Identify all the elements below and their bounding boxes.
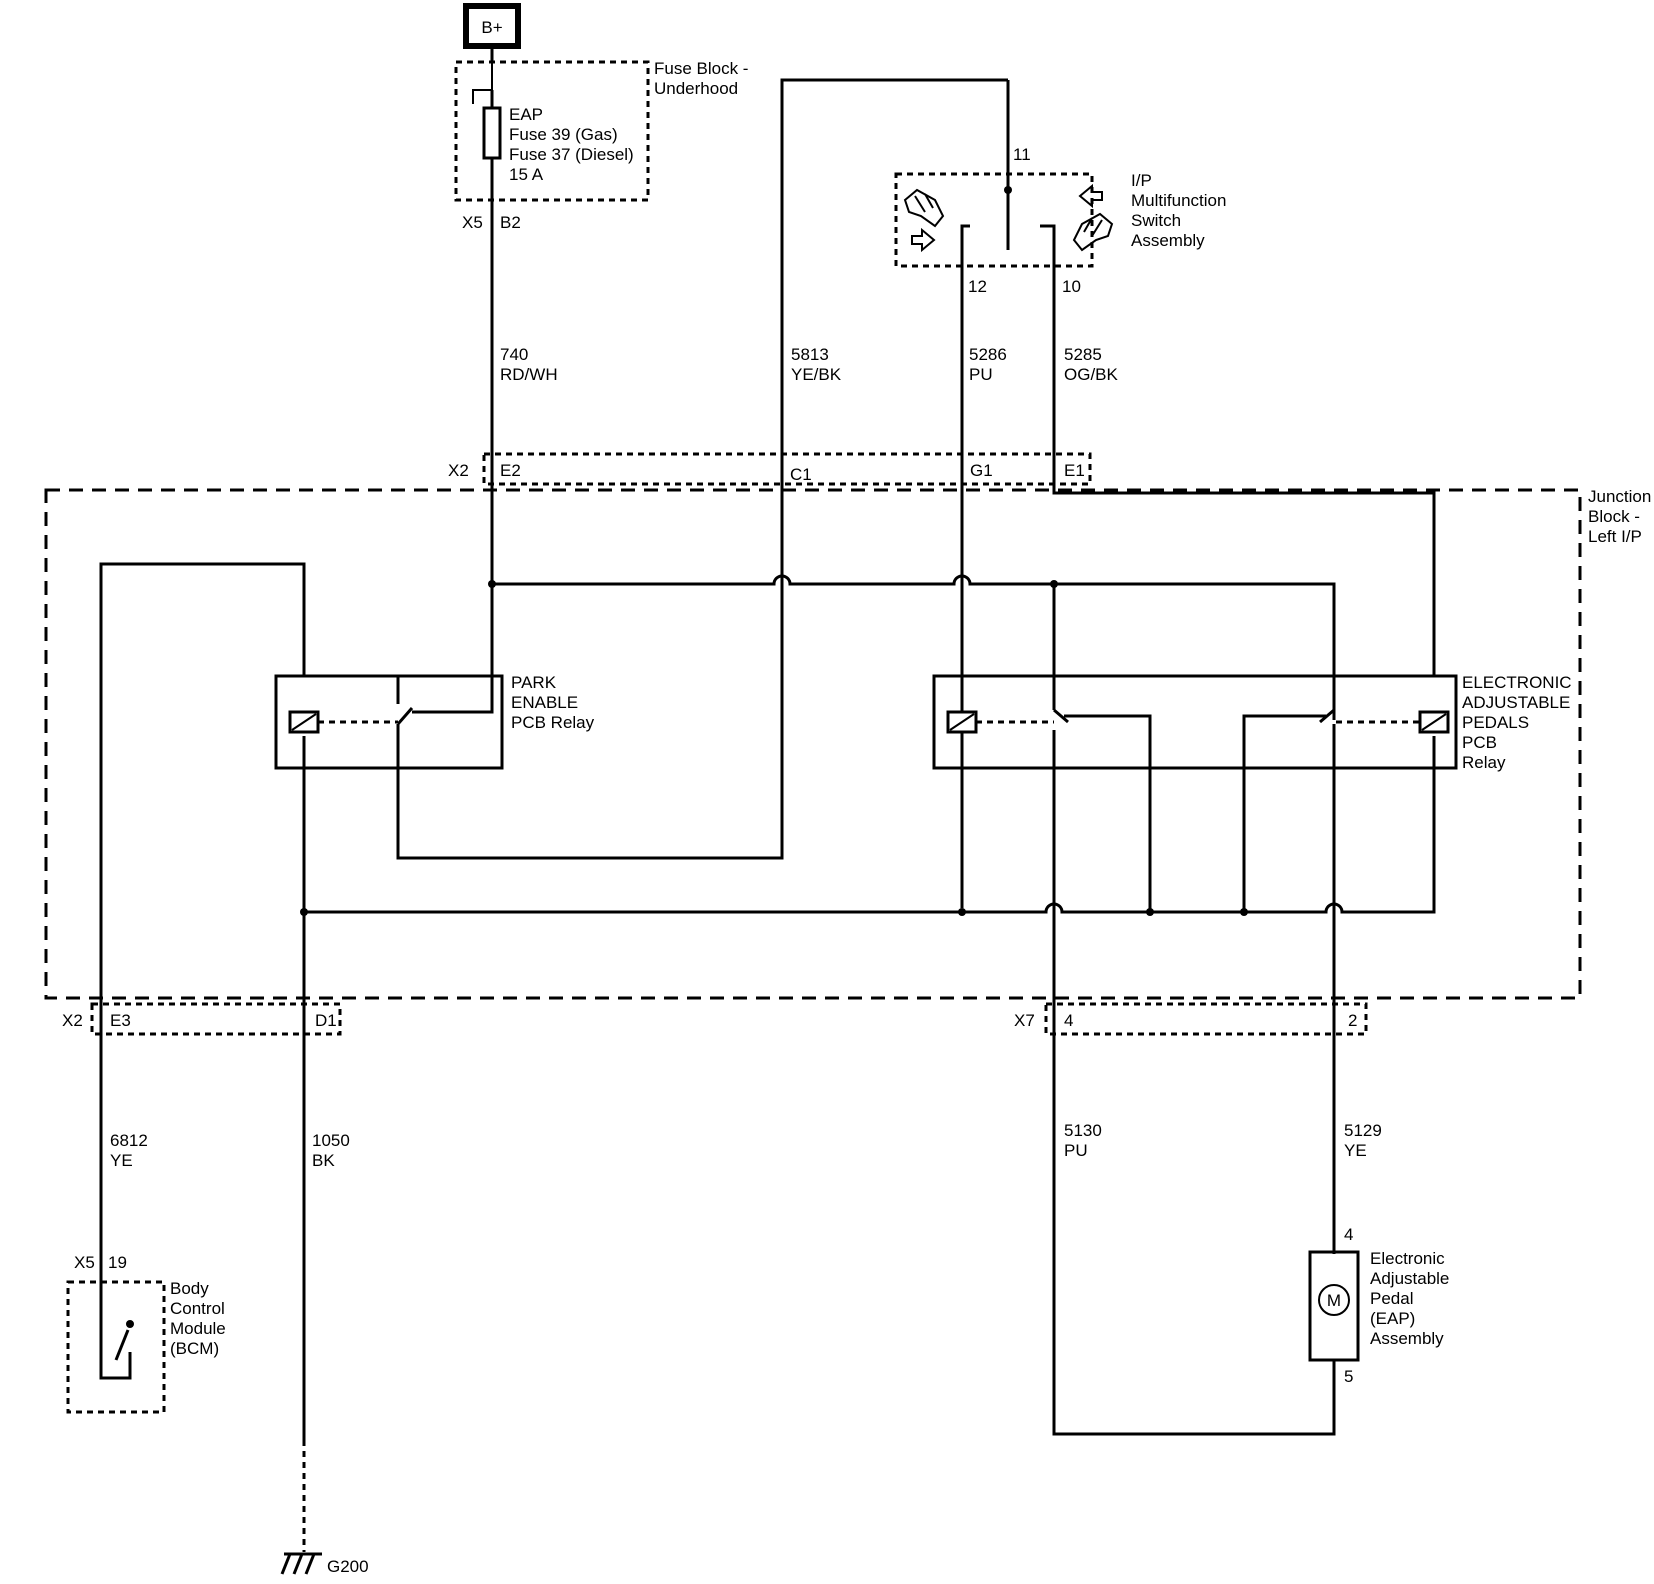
park-relay-name-2: ENABLE: [511, 693, 578, 712]
bcm-name-2: Control: [170, 1299, 225, 1318]
ground-label: G200: [327, 1557, 369, 1576]
wire-6812-color: YE: [110, 1151, 133, 1170]
bcm-name-1: Body: [170, 1279, 209, 1298]
bcm-pin-label: 19: [108, 1253, 127, 1272]
jb-bottom-left-pin-d1: D1: [315, 1011, 337, 1030]
jb-bottom-right-pin-2: 2: [1348, 1011, 1357, 1030]
bcm-name-3: Module: [170, 1319, 226, 1338]
switch-name-4: Assembly: [1131, 231, 1205, 250]
junction-internal-wiring: [99, 562, 1436, 1440]
wire-5285-num: 5285: [1064, 345, 1102, 364]
junction-block-name-2: Block -: [1588, 507, 1640, 526]
fuse-block-name-1: Fuse Block -: [654, 59, 748, 78]
eap-relay-name-4: PCB: [1462, 733, 1497, 752]
wire-5813-num: 5813: [791, 345, 829, 364]
wire-5129-num: 5129: [1344, 1121, 1382, 1140]
power-label: B+: [481, 18, 502, 37]
switch-name-2: Multifunction: [1131, 191, 1226, 210]
jb-bottom-left-pin-e3: E3: [110, 1011, 131, 1030]
park-relay-name-3: PCB Relay: [511, 713, 595, 732]
upper-wire-labels: 740 RD/WH 5813 YE/BK 5286 PU 5285 OG/BK: [500, 345, 1119, 384]
eap-pin-bottom: 5: [1344, 1367, 1353, 1386]
jb-top-pin-e2: E2: [500, 461, 521, 480]
wire-5286-color: PU: [969, 365, 993, 384]
eap-pin-top: 4: [1344, 1225, 1353, 1244]
switch-name-1: I/P: [1131, 171, 1152, 190]
junction-block-left-ip: Junction Block - Left I/P X2 E2 C1 G1 E1…: [44, 452, 1651, 1036]
jb-bottom-left-connector-id: X2: [62, 1011, 83, 1030]
eap-relay-name-2: ADJUSTABLE: [1462, 693, 1570, 712]
wire-5285-color: OG/BK: [1064, 365, 1119, 384]
switch-pin-left: 12: [968, 277, 987, 296]
eap-relay-name-5: Relay: [1462, 753, 1506, 772]
eap-name-3: Pedal: [1370, 1289, 1413, 1308]
wire-5813-color: YE/BK: [791, 365, 842, 384]
wire-5130-num: 5130: [1064, 1121, 1102, 1140]
jb-bottom-right-connector-id: X7: [1014, 1011, 1035, 1030]
jb-top-pin-e1: E1: [1064, 461, 1085, 480]
ground-g200: G200: [280, 1440, 369, 1576]
wire-1050-color: BK: [312, 1151, 335, 1170]
body-control-module: X5 19 Body Control Module (BCM): [66, 1200, 226, 1414]
wire-740-color: RD/WH: [500, 365, 558, 384]
fuse-connector-label: X5: [462, 213, 483, 232]
switch-name-3: Switch: [1131, 211, 1181, 230]
junction-block-name-1: Junction: [1588, 487, 1651, 506]
wire-1050-num: 1050: [312, 1131, 350, 1150]
wire-740-num: 740: [500, 345, 528, 364]
fuse-block-name-2: Underhood: [654, 79, 738, 98]
switch-pin-top: 11: [1013, 145, 1031, 164]
eap-relay-name-3: PEDALS: [1462, 713, 1529, 732]
ip-multifunction-switch: I/P Multifunction Switch Assembly 11 12 …: [894, 80, 1226, 296]
bcm-connector-label: X5: [74, 1253, 95, 1272]
upper-wiring: [490, 78, 1436, 676]
eap-relay-name-1: ELECTRONIC: [1462, 673, 1572, 692]
eap-name-2: Adjustable: [1370, 1269, 1449, 1288]
fuse-icon: [482, 106, 502, 160]
arrow-right-icon: [911, 227, 936, 253]
jb-top-connector-id: X2: [448, 461, 469, 480]
junction-block-name-3: Left I/P: [1588, 527, 1642, 546]
motor-icon: [1318, 1284, 1350, 1316]
eap-name-1: Electronic: [1370, 1249, 1445, 1268]
arrow-left-icon: [1078, 183, 1103, 209]
fuse-line-3: Fuse 37 (Diesel): [509, 145, 634, 164]
fuse-line-1: EAP: [509, 105, 543, 124]
fuse-line-2: Fuse 39 (Gas): [509, 125, 618, 144]
lower-wire-labels: 6812 YE 1050 BK 5130 PU 5129 YE: [110, 1121, 1382, 1170]
wire-5130-color: PU: [1064, 1141, 1088, 1160]
bcm-name-4: (BCM): [170, 1339, 219, 1358]
jb-bottom-right-pin-4: 4: [1064, 1011, 1073, 1030]
electronic-adjustable-pedal-assembly: M 4 5 Electronic Adjustable Pedal (EAP) …: [1308, 1225, 1449, 1386]
park-enable-pcb-relay: PARK ENABLE PCB Relay: [274, 580, 595, 770]
fuse-line-4: 15 A: [509, 165, 544, 184]
hand-pull-icon: [1072, 212, 1114, 252]
battery-power-source: B+: [463, 3, 521, 49]
wire-5286-num: 5286: [969, 345, 1007, 364]
park-relay-name-1: PARK: [511, 673, 557, 692]
electronic-adjustable-pedals-pcb-relay: ELECTRONIC ADJUSTABLE PEDALS PCB Relay: [932, 673, 1572, 772]
wire-5129-color: YE: [1344, 1141, 1367, 1160]
switch-pin-right: 10: [1062, 277, 1081, 296]
fuse-pin-label: B2: [500, 213, 521, 232]
motor-label: M: [1327, 1291, 1341, 1310]
jb-top-pin-c1: C1: [790, 465, 812, 484]
jb-top-pin-g1: G1: [970, 461, 993, 480]
wire-6812-num: 6812: [110, 1131, 148, 1150]
eap-name-4: (EAP): [1370, 1309, 1415, 1328]
fuse-block-underhood: Fuse Block - Underhood EAP Fuse 39 (Gas)…: [454, 46, 748, 232]
eap-name-5: Assembly: [1370, 1329, 1444, 1348]
hand-push-icon: [903, 188, 945, 228]
